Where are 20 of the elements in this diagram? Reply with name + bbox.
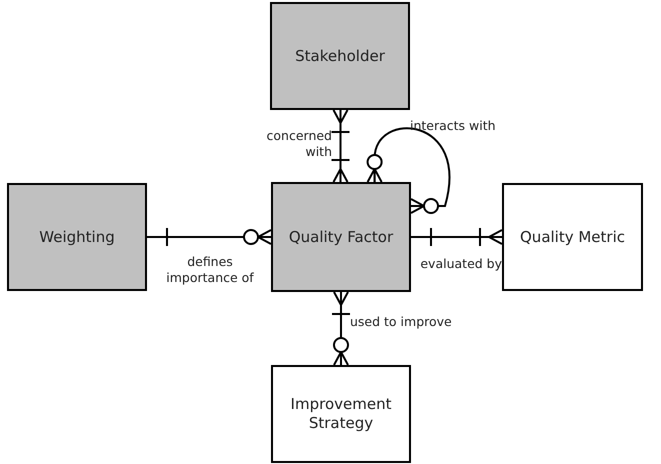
entity-box <box>270 2 410 110</box>
entity-box <box>271 365 411 463</box>
relationship-line <box>330 109 350 183</box>
relationship-line <box>366 127 450 214</box>
entity-name: Stakeholder <box>295 46 385 66</box>
relationship-line <box>411 227 503 247</box>
edge-label: evaluated by <box>419 256 502 272</box>
edge-label: concerned with <box>266 128 332 160</box>
entity-name: Improvement Strategy <box>290 395 392 433</box>
relationship-line <box>331 291 351 366</box>
entity-name: Quality Metric <box>520 228 625 246</box>
entity-name: Weighting <box>39 228 115 246</box>
edge-label: interacts with <box>410 118 497 134</box>
edge-label: used to improve <box>350 314 453 330</box>
entity-box <box>271 182 411 292</box>
entity-name: Quality Factor <box>288 228 394 246</box>
entity-box <box>502 183 643 291</box>
relationship-line <box>147 227 272 247</box>
edge-label: defines importance of <box>165 254 255 286</box>
entity-box <box>7 183 147 291</box>
